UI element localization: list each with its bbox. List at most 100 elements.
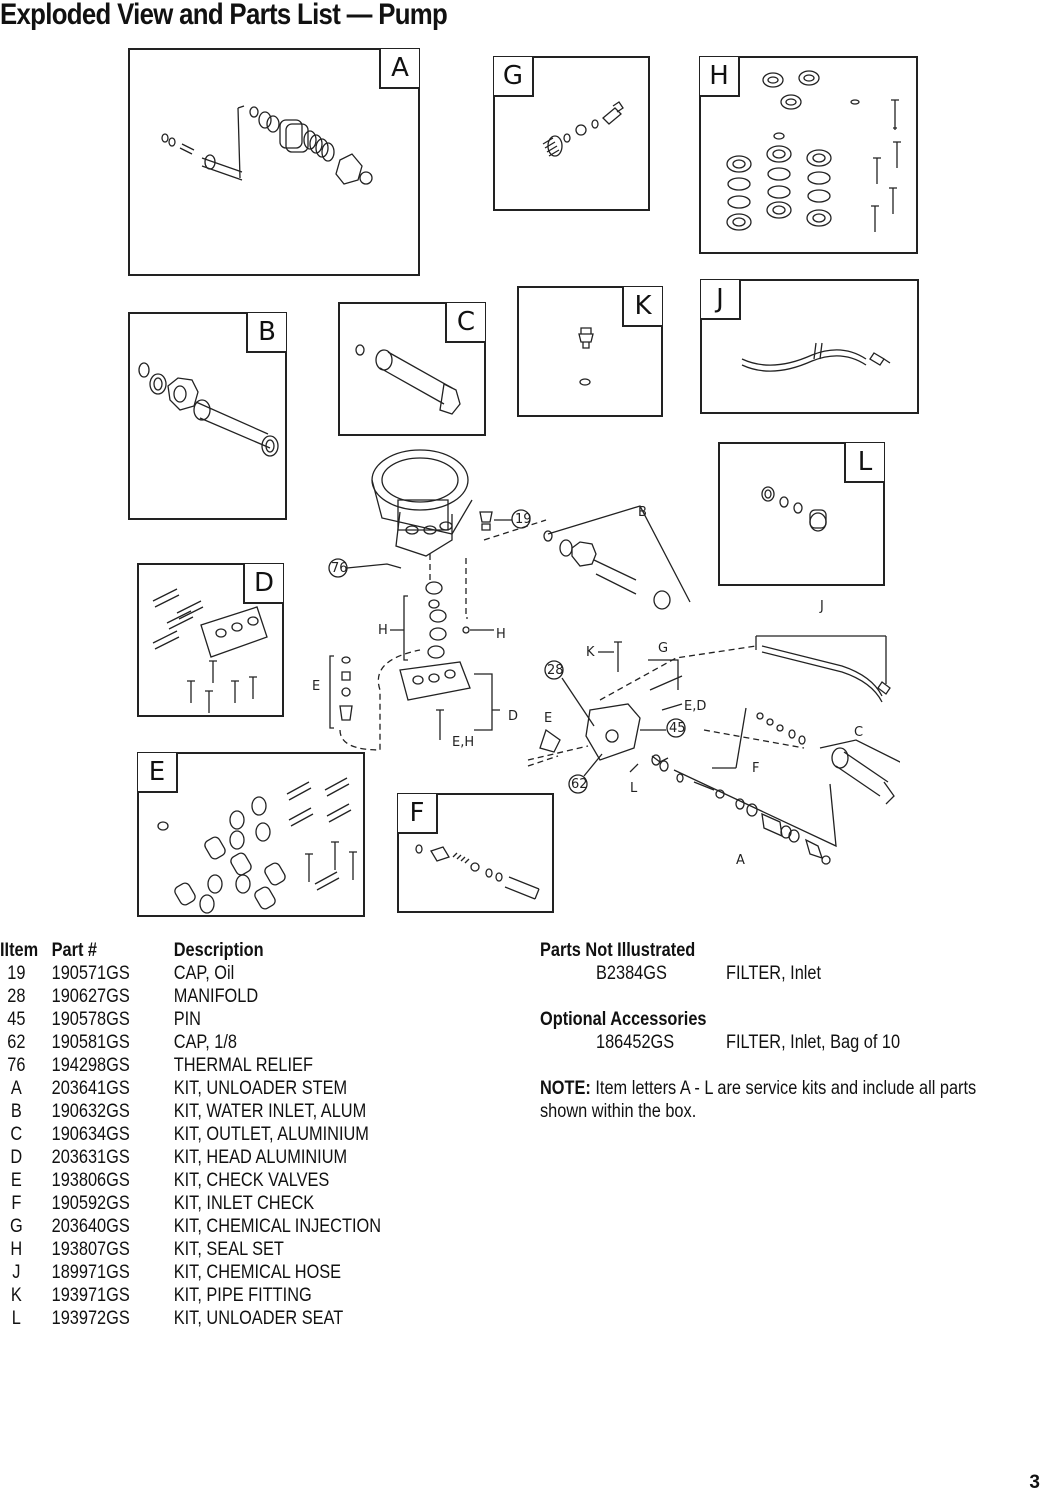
pump-exploded-assembly: 19 76 B H H D E,H bbox=[300, 430, 900, 920]
header-item: IItem bbox=[0, 940, 39, 961]
item-cell: 28 bbox=[7, 986, 26, 1007]
description-cell: THERMAL RELIEF bbox=[173, 1055, 313, 1076]
kit-f-parts-illustration bbox=[415, 844, 540, 900]
kit-box-e: E bbox=[137, 752, 365, 917]
page-title: Exploded View and Parts List — Pump bbox=[0, 0, 448, 31]
description-cell: MANIFOLD bbox=[173, 986, 259, 1007]
not-illustrated-part: B2384GS bbox=[596, 963, 667, 984]
table-row: J 189971GS KIT, CHEMICAL HOSE bbox=[0, 1262, 447, 1285]
kit-e-parts-illustration bbox=[157, 777, 357, 914]
description-cell: KIT, UNLOADER SEAT bbox=[173, 1308, 344, 1329]
kit-box-c: C bbox=[338, 302, 486, 436]
item-cell: A bbox=[10, 1078, 22, 1099]
part-cell: 203640GS bbox=[51, 1216, 130, 1237]
kit-letter-h: H bbox=[700, 57, 740, 97]
table-row: A 203641GS KIT, UNLOADER STEM bbox=[0, 1078, 447, 1101]
kit-letter-d: D bbox=[243, 564, 283, 604]
part-cell: 189971GS bbox=[51, 1262, 130, 1283]
part-cell: 190627GS bbox=[51, 986, 130, 1007]
part-cell: 203631GS bbox=[51, 1147, 130, 1168]
label-f: F bbox=[752, 761, 759, 776]
part-cell: 193971GS bbox=[51, 1285, 130, 1306]
item-cell: F bbox=[11, 1193, 22, 1214]
callout-76: 76 bbox=[328, 558, 348, 578]
item-cell: B bbox=[10, 1101, 22, 1122]
kit-g-parts-illustration bbox=[542, 101, 624, 157]
header-description: Description bbox=[173, 940, 264, 961]
table-row: B 190632GS KIT, WATER INLET, ALUM bbox=[0, 1101, 447, 1124]
item-cell: 45 bbox=[7, 1009, 26, 1030]
part-cell: 190578GS bbox=[51, 1009, 130, 1030]
kit-box-j: J bbox=[700, 279, 919, 414]
label-d: D bbox=[508, 709, 518, 724]
label-e-h: E,H bbox=[452, 735, 474, 750]
kit-box-d: D bbox=[137, 563, 284, 717]
part-cell: 190592GS bbox=[51, 1193, 130, 1214]
kit-box-l: L bbox=[718, 442, 885, 586]
part-cell: 190581GS bbox=[51, 1032, 130, 1053]
kit-letter-k: K bbox=[622, 287, 662, 327]
table-row: G 203640GS KIT, CHEMICAL INJECTION bbox=[0, 1216, 447, 1239]
callout-76-label: 76 bbox=[331, 561, 348, 576]
item-cell: L bbox=[11, 1308, 21, 1329]
description-cell: KIT, HEAD ALUMINIUM bbox=[173, 1147, 348, 1168]
item-cell: G bbox=[9, 1216, 23, 1237]
kit-box-f: F bbox=[397, 793, 554, 913]
description-cell: CAP, Oil bbox=[173, 963, 235, 984]
item-cell: C bbox=[10, 1124, 23, 1145]
description-cell: KIT, UNLOADER STEM bbox=[173, 1078, 348, 1099]
table-row: D 203631GS KIT, HEAD ALUMINIUM bbox=[0, 1147, 447, 1170]
kit-letter-a: A bbox=[379, 49, 419, 89]
item-cell: H bbox=[10, 1239, 23, 1260]
note-line-2: shown within the box. bbox=[540, 1101, 697, 1122]
table-row: 19 190571GS CAP, Oil bbox=[0, 963, 447, 986]
not-illustrated-heading: Parts Not Illustrated bbox=[540, 940, 696, 961]
item-cell: D bbox=[10, 1147, 23, 1168]
label-h-left: H bbox=[378, 623, 388, 638]
part-cell: 190632GS bbox=[51, 1101, 130, 1122]
kit-letter-g: G bbox=[494, 57, 534, 97]
description-cell: KIT, CHECK VALVES bbox=[173, 1170, 330, 1191]
item-cell: J bbox=[12, 1262, 21, 1283]
callout-62-label: 62 bbox=[571, 777, 588, 792]
callout-45: 45 bbox=[666, 718, 686, 738]
part-cell: 190571GS bbox=[51, 963, 130, 984]
description-cell: KIT, OUTLET, ALUMINIUM bbox=[173, 1124, 369, 1145]
part-cell: 193806GS bbox=[51, 1170, 130, 1191]
table-row: 28 190627GS MANIFOLD bbox=[0, 986, 447, 1009]
note-line-1: Item letters A - L are service kits and … bbox=[595, 1078, 977, 1099]
table-row: E 193806GS KIT, CHECK VALVES bbox=[0, 1170, 447, 1193]
kit-l-parts-illustration bbox=[761, 486, 827, 532]
kit-box-a: A bbox=[128, 48, 420, 276]
label-b: B bbox=[638, 505, 647, 520]
callout-62: 62 bbox=[568, 774, 588, 794]
label-e-left: E bbox=[312, 679, 320, 694]
kit-h-parts-illustration bbox=[726, 70, 901, 232]
kit-box-h: H bbox=[699, 56, 918, 254]
label-k: K bbox=[586, 645, 595, 660]
page-number: 3 bbox=[1029, 1472, 1040, 1493]
kit-letter-j: J bbox=[701, 280, 741, 320]
item-cell: 76 bbox=[7, 1055, 26, 1076]
description-cell: KIT, PIPE FITTING bbox=[173, 1285, 312, 1306]
item-cell: 19 bbox=[7, 963, 26, 984]
optional-accessories-description: FILTER, Inlet, Bag of 10 bbox=[726, 1032, 901, 1053]
table-row: L 193972GS KIT, UNLOADER SEAT bbox=[0, 1308, 447, 1331]
label-a: A bbox=[736, 853, 745, 868]
header-part: Part # bbox=[51, 940, 98, 961]
part-cell: 190634GS bbox=[51, 1124, 130, 1145]
label-e-right: E bbox=[544, 711, 552, 726]
callout-19-label: 19 bbox=[515, 512, 532, 527]
kit-k-parts-illustration bbox=[578, 327, 594, 386]
label-c: C bbox=[854, 725, 863, 740]
description-cell: PIN bbox=[173, 1009, 201, 1030]
description-cell: KIT, SEAL SET bbox=[173, 1239, 284, 1260]
kit-letter-c: C bbox=[445, 303, 485, 343]
table-row: H 193807GS KIT, SEAL SET bbox=[0, 1239, 447, 1262]
kit-a-parts-illustration bbox=[161, 105, 373, 185]
part-cell: 193972GS bbox=[51, 1308, 130, 1329]
item-cell: E bbox=[10, 1170, 22, 1191]
kit-letter-l: L bbox=[844, 443, 884, 483]
callout-45-label: 45 bbox=[669, 721, 686, 736]
kit-c-parts-illustration bbox=[355, 344, 461, 415]
